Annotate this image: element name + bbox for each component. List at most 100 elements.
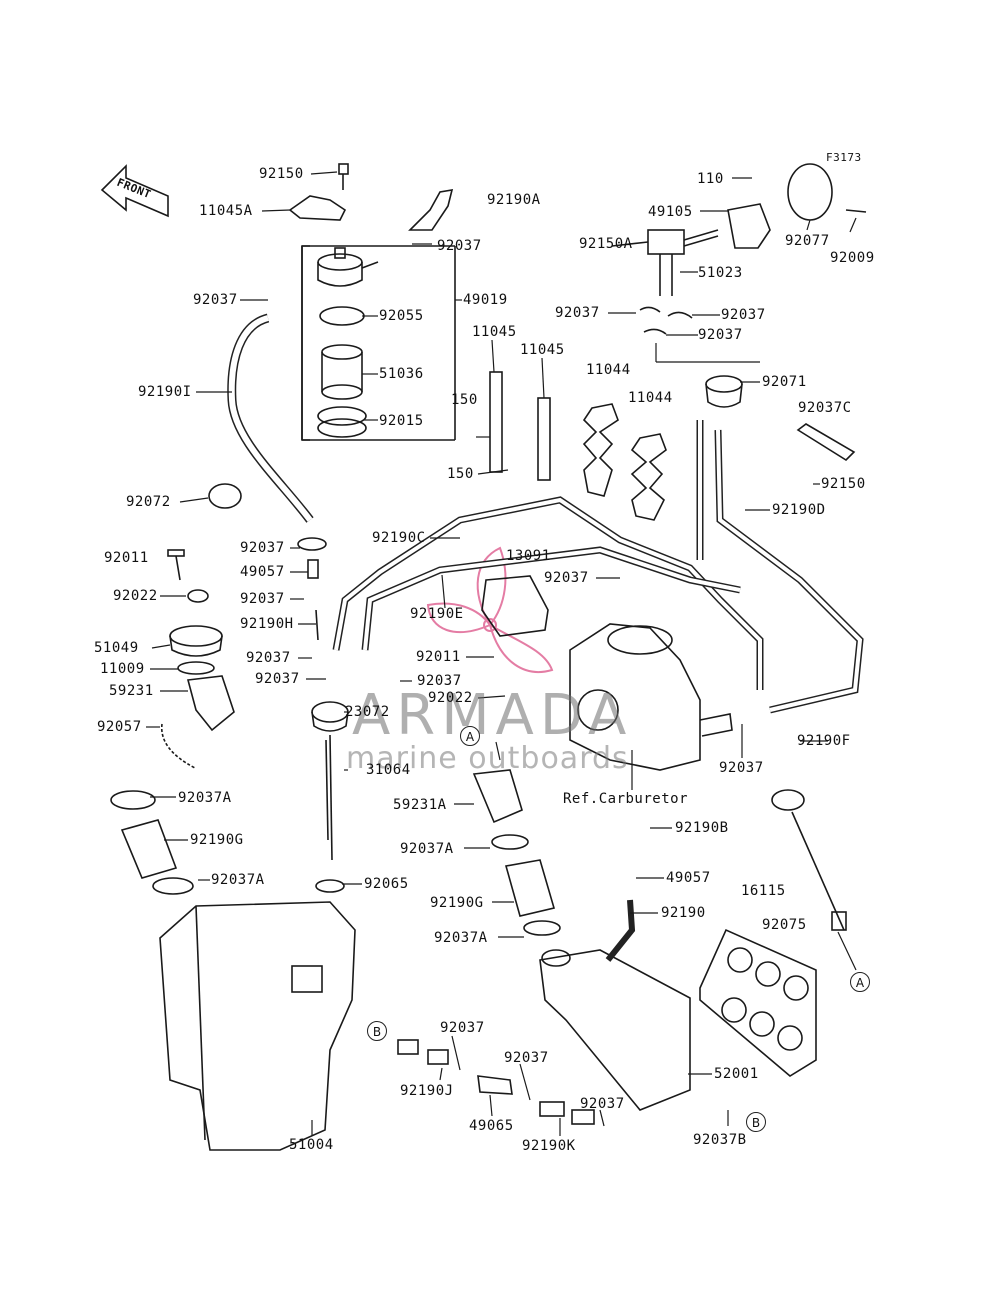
strap-92057-icon bbox=[161, 723, 196, 769]
fuel-gauge-31064-icon bbox=[325, 734, 333, 861]
part-label: 92037 bbox=[544, 570, 589, 586]
bracket-11045-left-icon bbox=[489, 371, 503, 473]
fuel-cock-icon bbox=[611, 229, 719, 296]
cover-92075-icon bbox=[699, 928, 817, 1077]
part-label: 11044 bbox=[628, 390, 673, 406]
leader-lines bbox=[146, 171, 857, 1136]
part-label: 92190 bbox=[661, 905, 706, 921]
part-label: 59231A bbox=[393, 797, 447, 813]
marker-b: B bbox=[367, 1021, 387, 1041]
part-label: 92190I bbox=[138, 384, 192, 400]
part-label: 92072 bbox=[126, 494, 171, 510]
part-label: 92037 bbox=[721, 307, 766, 323]
bracket-11045-right-icon bbox=[537, 397, 551, 481]
part-label: 92037 bbox=[504, 1050, 549, 1066]
part-label: 92190G bbox=[190, 832, 244, 848]
ref-carburetor-label: Ref.Carburetor bbox=[563, 791, 689, 807]
part-label: 92037C bbox=[798, 400, 852, 416]
part-label: 92037 bbox=[698, 327, 743, 343]
filter-bowl-ring-icon bbox=[317, 406, 367, 438]
part-label: 11045 bbox=[472, 324, 517, 340]
part-label: 23072 bbox=[345, 704, 390, 720]
part-label: 49019 bbox=[463, 292, 508, 308]
neck-59231-icon bbox=[186, 675, 235, 732]
part-label: 92190K bbox=[522, 1138, 576, 1154]
part-label: 92037A bbox=[400, 841, 454, 857]
knob-92077-icon bbox=[787, 163, 833, 221]
part-label: 92037A bbox=[211, 872, 265, 888]
carburetor-icon bbox=[569, 623, 733, 771]
clamp-92072-icon bbox=[208, 483, 242, 509]
reserve-tank-icon bbox=[539, 949, 691, 1111]
part-label: 92150A bbox=[579, 236, 633, 252]
ring-92022-icon bbox=[187, 589, 209, 603]
part-label: 92022 bbox=[113, 588, 158, 604]
hose-92190D-inner bbox=[698, 420, 863, 712]
part-label: 92037B bbox=[693, 1132, 747, 1148]
dipstick-16115-icon bbox=[771, 789, 847, 931]
hose-92190A-icon bbox=[408, 189, 454, 231]
screw-92011-icon bbox=[167, 549, 185, 581]
bracket-11045A-icon bbox=[288, 195, 347, 221]
hose-92190-icon bbox=[605, 899, 636, 962]
part-label: 92037 bbox=[417, 673, 462, 689]
part-label: 49057 bbox=[666, 870, 711, 886]
gasket-11009-icon bbox=[177, 661, 215, 675]
hose-92190C-inner bbox=[334, 497, 762, 690]
part-label: 11044 bbox=[586, 362, 631, 378]
neck-59231A-icon bbox=[472, 769, 523, 824]
part-label: 92190C bbox=[372, 530, 426, 546]
part-label: 92037 bbox=[719, 760, 764, 776]
part-label: 92055 bbox=[379, 308, 424, 324]
part-label: 92150 bbox=[821, 476, 866, 492]
fuel-tank-icon bbox=[159, 901, 356, 1151]
bracket-49105-icon bbox=[727, 203, 771, 249]
part-label: 11045A bbox=[199, 203, 253, 219]
part-label: 92037A bbox=[178, 790, 232, 806]
part-label: 150 bbox=[451, 392, 478, 408]
marker-a: A bbox=[460, 726, 480, 746]
part-label: 150 bbox=[447, 466, 474, 482]
watermark-logo-icon bbox=[426, 546, 554, 673]
part-label: 49057 bbox=[240, 564, 285, 580]
part-label: 92077 bbox=[785, 233, 830, 249]
part-label: 51023 bbox=[698, 265, 743, 281]
filter-element-icon bbox=[321, 344, 363, 400]
watermark-title: ARMADA bbox=[352, 683, 633, 748]
watermark-subtitle: marine outboards bbox=[346, 741, 629, 776]
part-label: 92190A bbox=[487, 192, 541, 208]
part-label: 11045 bbox=[520, 342, 565, 358]
marker-b: B bbox=[746, 1112, 766, 1132]
part-label: 16115 bbox=[741, 883, 786, 899]
hose-92190H-icon bbox=[315, 609, 319, 641]
part-label: 92057 bbox=[97, 719, 142, 735]
part-label: 92037 bbox=[246, 650, 291, 666]
filter-assembly-bracket bbox=[301, 245, 456, 441]
front-arrow-icon bbox=[100, 164, 169, 218]
part-label: 92075 bbox=[762, 917, 807, 933]
bolt-icon bbox=[338, 163, 349, 190]
filter-cap-icon bbox=[317, 247, 379, 287]
gasket-92065-icon bbox=[315, 879, 345, 893]
strap-92037C-icon bbox=[796, 423, 856, 462]
part-label: 92037 bbox=[437, 238, 482, 254]
hose-92190G-center-icon bbox=[491, 834, 561, 936]
part-label: 92190B bbox=[675, 820, 729, 836]
grommet-49057-icon bbox=[297, 537, 327, 579]
clamp-icon bbox=[639, 306, 693, 335]
cap-92071-icon bbox=[705, 375, 743, 408]
part-label: 92011 bbox=[104, 550, 149, 566]
part-label: 51036 bbox=[379, 366, 424, 382]
hose-92190J-icon bbox=[397, 1039, 449, 1065]
part-label: 92065 bbox=[364, 876, 409, 892]
part-label: 92037 bbox=[255, 671, 300, 687]
part-label: 92037A bbox=[434, 930, 488, 946]
part-label: 31064 bbox=[366, 762, 411, 778]
part-label: 51049 bbox=[94, 640, 139, 656]
part-label: 92037 bbox=[555, 305, 600, 321]
part-label: 92037 bbox=[193, 292, 238, 308]
cap-51049-icon bbox=[169, 625, 223, 657]
holder-11044-right-icon bbox=[630, 433, 667, 521]
